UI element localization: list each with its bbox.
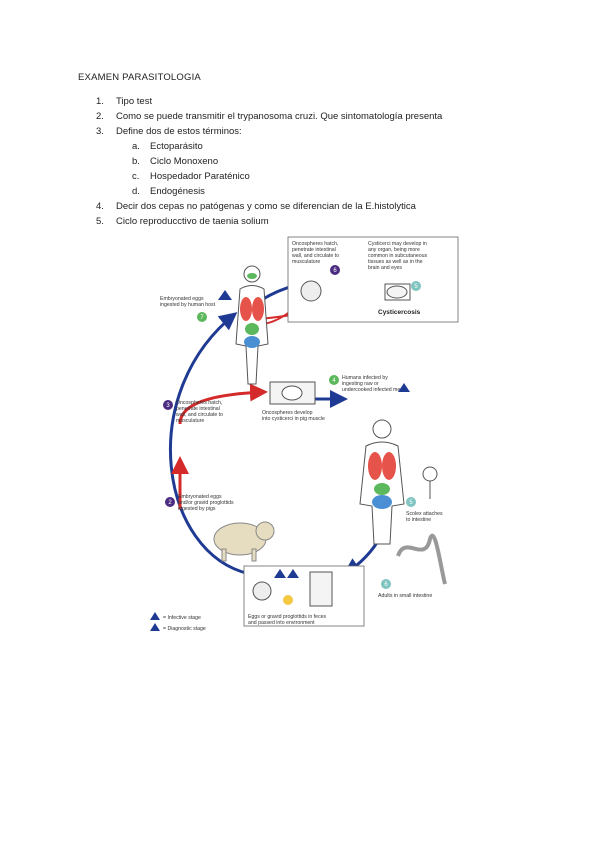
pig-muscle-text: Oncospheres develop into cysticerci in p… xyxy=(262,410,325,422)
pig-arrow-curve xyxy=(178,383,268,425)
badge-3 xyxy=(163,400,173,410)
diagnostic-stage-icon xyxy=(287,569,299,578)
proglottid-icon xyxy=(309,571,333,607)
question-list: 1.Tipo test 2.Como se puede transmitir e… xyxy=(96,94,442,229)
taenia-life-cycle-diagram: Oncospheres hatch, penetrate intestinal … xyxy=(150,236,459,632)
question-item: 2.Como se puede transmitir el trypanosom… xyxy=(96,111,443,122)
badge-6 xyxy=(381,579,391,589)
question-item: 4.Decir dos cepas no patógenas y como se… xyxy=(96,201,416,212)
adult-worm-icon xyxy=(396,533,447,585)
egg-icon xyxy=(252,581,272,601)
infective-stage-icon xyxy=(218,290,232,300)
sub-item: d.Endogénesis xyxy=(132,186,205,197)
badge-5 xyxy=(406,497,416,507)
cysticercus-icon xyxy=(386,285,408,299)
human-figure-right xyxy=(359,419,405,545)
svg-text:7: 7 xyxy=(200,315,204,321)
eggs-env-text: Eggs or gravid proglottids in feces and … xyxy=(248,614,328,626)
badge-5 xyxy=(411,281,421,291)
cysticercosis-label: Cysticercosis xyxy=(378,309,421,316)
svg-text:5: 5 xyxy=(414,284,418,290)
pig-icon xyxy=(213,521,275,562)
box6-text: Oncospheres hatch, penetrate intestinal … xyxy=(292,241,340,265)
svg-text:5: 5 xyxy=(409,500,413,506)
step7-text: Embryonated eggs ingested by human host xyxy=(160,296,216,308)
step3-text: Oncospheres hatch, penetrate intestinal … xyxy=(176,400,224,424)
adults-text: Adults in small intestine xyxy=(378,593,432,599)
yolk-icon xyxy=(283,595,293,605)
badge-7 xyxy=(197,312,207,322)
svg-text:3: 3 xyxy=(166,403,170,409)
svg-text:6: 6 xyxy=(333,268,337,274)
legend-infective: = Infective stage xyxy=(163,615,201,621)
infective-stage-icon xyxy=(150,612,160,620)
sub-item: b.Ciclo Monoxeno xyxy=(132,156,219,167)
svg-text:2: 2 xyxy=(168,500,172,506)
step4-text: Humans infected by ingesting raw or unde… xyxy=(342,375,405,393)
exam-title: EXAMEN PARASITOLOGIA xyxy=(78,72,201,83)
scolex-icon xyxy=(422,466,438,482)
svg-text:4: 4 xyxy=(332,378,336,384)
badge-2 xyxy=(165,497,175,507)
legend-diagnostic: = Diagnostic stage xyxy=(163,626,206,632)
svg-text:6: 6 xyxy=(384,582,388,588)
question-item: 3.Define dos de estos términos: xyxy=(96,126,242,137)
sub-item: a.Ectoparásito xyxy=(132,141,203,152)
oncosphere-icon xyxy=(300,280,322,302)
infective-stage-icon xyxy=(398,383,410,392)
diagnostic-stage-icon xyxy=(150,623,160,631)
cysticercosis-box xyxy=(287,236,459,323)
question-item: 1.Tipo test xyxy=(96,96,153,107)
sub-item: c.Hospedador Paraténico xyxy=(132,171,250,182)
human-figure-top xyxy=(235,265,269,385)
infective-stage-icon xyxy=(274,569,286,578)
step2-text: Embryonated eggs and/or gravid proglotti… xyxy=(178,494,235,512)
scolex-text: Scolex attaches to intestine xyxy=(406,511,444,523)
badge-6 xyxy=(330,265,340,275)
box5-text: Cysticerci may develop in any organ, bei… xyxy=(368,241,429,271)
question-item: 5.Ciclo reproducctivo de taenia solium xyxy=(96,216,269,227)
badge-4 xyxy=(329,375,339,385)
